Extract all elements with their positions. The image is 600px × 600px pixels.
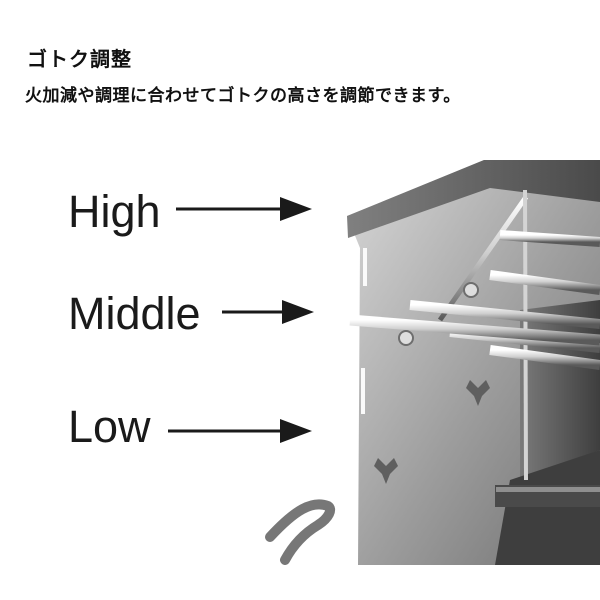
- grate-rod: [489, 345, 600, 370]
- base-bar-highlight: [496, 487, 600, 492]
- bolt: [398, 330, 414, 346]
- arrow-right-icon: [168, 419, 312, 443]
- frame-rod: [437, 195, 529, 322]
- level-label-low: Low: [68, 401, 151, 452]
- inner-base: [495, 450, 600, 565]
- section-title: ゴトク調整: [27, 47, 132, 71]
- grate-rod: [499, 230, 600, 247]
- level-label-middle: Middle: [68, 288, 201, 339]
- bolt: [463, 282, 479, 298]
- fastener-mark: [466, 380, 490, 406]
- arrow-right-icon: [176, 197, 312, 221]
- arrow-right-icon: [222, 300, 314, 324]
- top-edge: [347, 160, 600, 238]
- handle: [265, 499, 336, 565]
- grate-rod-front: [349, 314, 600, 346]
- grate-rod: [489, 270, 600, 295]
- level-label-high: High: [68, 186, 161, 237]
- grate-rod: [409, 300, 600, 329]
- stove-trivet-photo: [265, 160, 600, 565]
- slot-top: [363, 248, 367, 286]
- section-description: 火加減や調理に合わせてゴトクの高さを調節できます。: [25, 86, 461, 106]
- slot-bottom: [361, 368, 365, 414]
- fastener-mark: [374, 458, 398, 484]
